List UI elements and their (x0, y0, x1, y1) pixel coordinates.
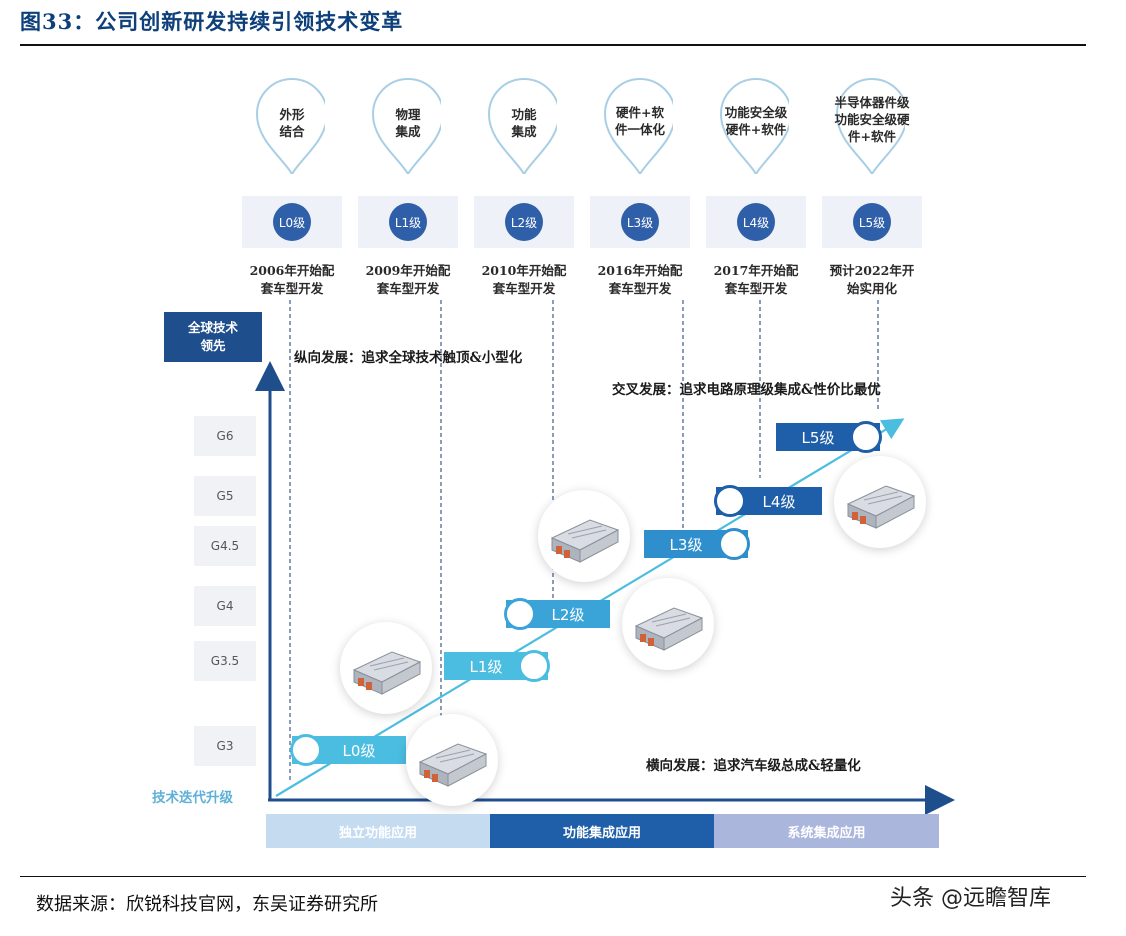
level-box: L5级 (822, 196, 922, 248)
step-label: L0级 (342, 741, 376, 760)
level-step-bar: L3级 (644, 528, 750, 560)
watermark: 头条 @远瞻智库 (890, 886, 1051, 911)
controller-photo-icon (406, 714, 498, 806)
step-label: L1级 (469, 657, 503, 676)
step-ring-icon (290, 734, 322, 766)
generation-label: G4 (194, 586, 256, 626)
year-label: 2010年开始配 套车型开发 (481, 263, 567, 296)
year-label: 2016年开始配 套车型开发 (597, 263, 683, 296)
level-step-bar: L0级 (290, 734, 406, 766)
step-label: L3级 (669, 535, 703, 554)
generation-label: G3.5 (194, 641, 256, 681)
location-pin-icon (719, 78, 789, 174)
level-box: L2级 (474, 196, 574, 248)
generation-label: G3 (194, 726, 256, 766)
x-axis-label: 技术迭代升级 (152, 790, 233, 806)
year-label: 2006年开始配 套车型开发 (249, 263, 335, 296)
level-box: L3级 (590, 196, 690, 248)
generation-label: G5 (194, 476, 256, 516)
location-pin-icon (371, 78, 441, 174)
pin-label: 物理 集成 (395, 107, 421, 139)
step-label: L2级 (551, 605, 585, 624)
pin-label: 半导体器件级 功能安全级硬 件+软件 (834, 95, 910, 144)
year-label: 2017年开始配 套车型开发 (713, 263, 799, 296)
pin-label: 功能 集成 (511, 107, 537, 139)
step-label: L4级 (762, 492, 796, 511)
pin-label: 硬件+软 件一体化 (614, 105, 665, 137)
level-badge: L4级 (737, 203, 775, 241)
location-pin-icon (255, 78, 325, 174)
level-step-bar: L2级 (504, 598, 610, 630)
horizontal-development-note: 横向发展：追求汽车级总成&轻量化 (646, 758, 861, 774)
level-step-bar: L4级 (714, 485, 822, 517)
phase-function-integration: 功能集成应用 (490, 814, 714, 848)
level-badge: L1级 (389, 203, 427, 241)
level-badge: L2级 (505, 203, 543, 241)
level-badge: L0级 (273, 203, 311, 241)
year-label: 2009年开始配 套车型开发 (365, 263, 451, 296)
step-ring-icon (714, 485, 746, 517)
level-badge: L5级 (853, 203, 891, 241)
phase-independent: 独立功能应用 (266, 814, 490, 848)
level-badge: L3级 (621, 203, 659, 241)
location-pin-icon (603, 78, 673, 174)
step-ring-icon (504, 598, 536, 630)
phase-system-integration: 系统集成应用 (714, 814, 939, 848)
level-box: L4级 (706, 196, 806, 248)
top-divider (20, 44, 1086, 46)
source-note: 数据来源：欣锐科技官网，东吴证券研究所 (36, 894, 378, 915)
level-box: L0级 (242, 196, 342, 248)
step-ring-icon (518, 650, 550, 682)
step-ring-icon (718, 528, 750, 560)
pin-label: 功能安全级 硬件+软件 (724, 105, 788, 137)
y-axis-label: 全球技术 领先 (164, 312, 262, 362)
location-pin-icon (487, 78, 557, 174)
level-step-bar: L5级 (776, 421, 882, 453)
step-label: L5级 (801, 428, 835, 447)
timeline-dashed-lines (289, 300, 879, 780)
generation-label: G4.5 (194, 526, 256, 566)
location-pin-icon (835, 78, 905, 174)
year-label: 预计2022年开 始实用化 (829, 263, 915, 296)
step-ring-icon (850, 421, 882, 453)
generation-label: G6 (194, 416, 256, 456)
cross-development-note: 交叉发展：追求电路原理级集成&性价比最优 (612, 382, 881, 398)
controller-photo-icon (340, 622, 432, 714)
controller-photo-icon (622, 578, 714, 670)
figure-title: 图33：公司创新研发持续引领技术变革 (20, 9, 404, 34)
controller-photo-icon (538, 490, 630, 582)
bottom-divider (20, 876, 1086, 877)
controller-photo-icon (834, 456, 926, 548)
vertical-development-note: 纵向发展：追求全球技术触顶&小型化 (294, 350, 523, 366)
pin-label: 外形 结合 (279, 107, 305, 139)
level-step-bar: L1级 (444, 650, 550, 682)
level-box: L1级 (358, 196, 458, 248)
